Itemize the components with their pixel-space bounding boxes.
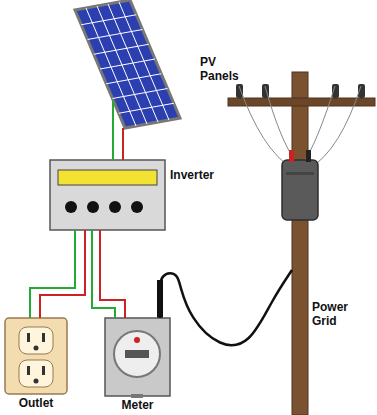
inverter-box: [50, 160, 165, 230]
service-cable: [160, 270, 292, 345]
outlet-plate: [5, 318, 67, 394]
insulators: [236, 84, 365, 98]
component-label: Meter: [108, 398, 168, 412]
power-wire: [40, 230, 85, 318]
utility-pole: [292, 72, 308, 415]
pv-panel: [75, 0, 180, 128]
component-label: Power Grid: [312, 300, 364, 328]
cross-arm: [228, 98, 375, 106]
component-label: Outlet: [6, 396, 66, 410]
power-wire: [122, 128, 124, 160]
transformer: [282, 150, 318, 220]
component-label: Inverter: [170, 168, 230, 182]
component-label: PV Panels: [200, 55, 246, 83]
power-lines: [239, 86, 361, 168]
power-wire: [100, 230, 125, 318]
ground-wire: [30, 100, 115, 318]
pv-panel-node: PV Panels: [75, 0, 190, 128]
meter-node: Meter: [105, 318, 170, 396]
pole-node: Power Grid: [292, 80, 308, 415]
inverter-node: Inverter: [50, 160, 165, 230]
outlet-node: Outlet: [5, 318, 67, 394]
